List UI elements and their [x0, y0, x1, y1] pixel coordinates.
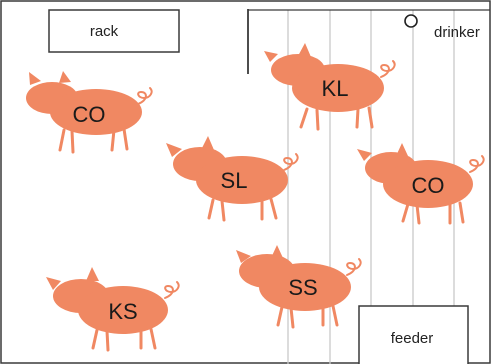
pig-co-left: CO [26, 71, 153, 154]
pig-co-right: CO [357, 143, 485, 225]
feeder-label: feeder [391, 330, 434, 347]
pig-ks: KS [46, 267, 180, 352]
pig-label: KS [108, 299, 137, 324]
pig-sl: SL [166, 136, 299, 222]
drinker: drinker [404, 14, 480, 41]
pig-body [46, 267, 180, 352]
drinker-icon [404, 14, 418, 28]
pig-label: CO [412, 173, 445, 198]
pig-body [26, 71, 153, 154]
pig-label: SS [288, 275, 317, 300]
pig-body [166, 136, 299, 222]
pig-body [264, 43, 396, 131]
drinker-label: drinker [434, 24, 480, 41]
pig-kl: KL [264, 43, 396, 131]
pig-ss: SS [236, 245, 362, 329]
feeder: feeder [358, 305, 469, 364]
pig-label: KL [322, 76, 349, 101]
rack: rack [48, 9, 180, 53]
pig-label: SL [221, 168, 248, 193]
pig-body [236, 245, 362, 329]
rack-label: rack [90, 23, 119, 40]
pig-label: CO [73, 102, 106, 127]
pig-body [357, 143, 485, 225]
